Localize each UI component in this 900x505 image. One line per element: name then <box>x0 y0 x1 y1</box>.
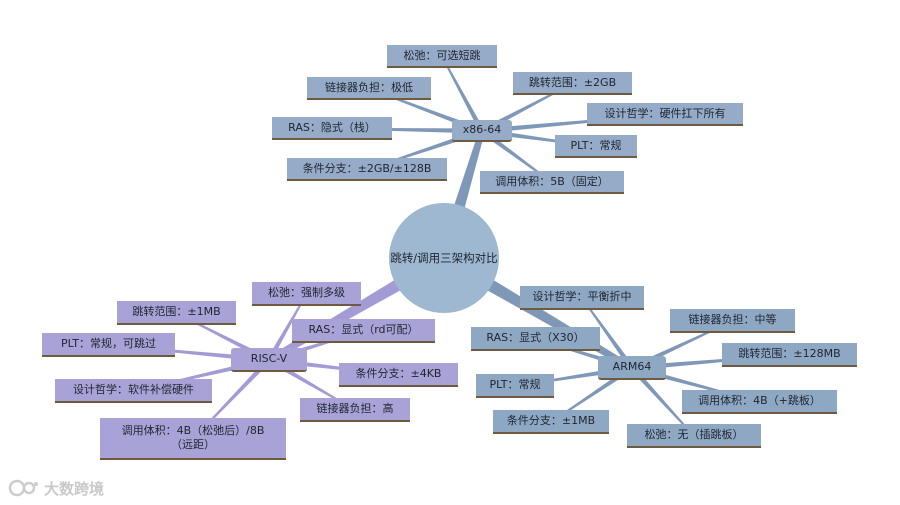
center-label: 跳转/调用三架构对比 <box>390 251 498 265</box>
riscv-leaf-cond-branch[interactable]: 条件分支：±4KB <box>339 363 458 387</box>
arm64-leaf-plt[interactable]: PLT：常规 <box>476 374 554 398</box>
riscv-leaf-ras[interactable]: RAS：显式（rd可配） <box>292 319 435 343</box>
arm64-leaf-jump-range[interactable]: 跳转范围：±128MB <box>722 343 857 367</box>
x86-leaf-design-philosophy[interactable]: 设计哲学：硬件扛下所有 <box>587 103 743 126</box>
arm64-leaf-ras[interactable]: RAS：显式（X30） <box>471 327 600 351</box>
riscv-leaf-plt[interactable]: PLT：常规，可跳过 <box>42 333 175 357</box>
x86-leaf-relaxation[interactable]: 松弛：可选短跳 <box>387 45 497 68</box>
x86-leaf-call-size[interactable]: 调用体积：5B（固定） <box>480 171 624 194</box>
riscv-leaf-linker-burden[interactable]: 链接器负担：高 <box>300 398 410 422</box>
x86-leaf-linker-burden[interactable]: 链接器负担：极低 <box>307 77 431 100</box>
x86-leaf-cond-branch[interactable]: 条件分支：±2GB/±128B <box>287 158 447 181</box>
x86-hub[interactable]: x86-64 <box>452 120 512 142</box>
edge-riscv-leaf-relaxation <box>266 293 308 362</box>
arm64-leaf-relaxation[interactable]: 松弛：无（插跳板） <box>627 424 761 448</box>
riscv-leaf-jump-range[interactable]: 跳转范围：±1MB <box>117 301 236 325</box>
watermark-text: 大数跨境 <box>44 479 105 498</box>
arm64-leaf-design-philosophy[interactable]: 设计哲学：平衡折中 <box>520 286 644 310</box>
edge-x86-leaf-call-size <box>480 128 553 184</box>
edge-x86-leaf-relaxation <box>441 56 485 133</box>
arm64-leaf-cond-branch[interactable]: 条件分支：±1MB <box>493 410 609 434</box>
arm64-leaf-linker-burden[interactable]: 链接器负担：中等 <box>670 309 795 333</box>
riscv-leaf-design-philosophy[interactable]: 设计哲学：软件补偿硬件 <box>55 379 212 403</box>
edge-arm64-leaf-relaxation <box>630 366 695 437</box>
edge-arm64-leaf-design-philosophy <box>581 297 635 370</box>
x86-leaf-ras[interactable]: RAS：隐式（栈） <box>272 117 392 140</box>
center-node[interactable]: 跳转/调用三架构对比 <box>389 203 499 313</box>
edge-arm64-leaf-cond-branch <box>550 365 634 423</box>
brand-logo-icon <box>8 479 38 497</box>
riscv-leaf-relaxation[interactable]: 松弛：强制多级 <box>252 282 361 306</box>
riscv-hub[interactable]: RISC-V <box>231 348 307 372</box>
arm64-hub[interactable]: ARM64 <box>598 356 666 380</box>
x86-leaf-jump-range[interactable]: 跳转范围：±2GB <box>513 72 632 95</box>
watermark-logo: 大数跨境 <box>8 476 104 500</box>
arm64-leaf-call-size[interactable]: 调用体积：4B（+跳板） <box>682 390 837 414</box>
x86-leaf-plt[interactable]: PLT：常规 <box>555 135 637 158</box>
riscv-leaf-call-size[interactable]: 调用体积：4B（松弛后）/8B （远距） <box>100 418 286 460</box>
